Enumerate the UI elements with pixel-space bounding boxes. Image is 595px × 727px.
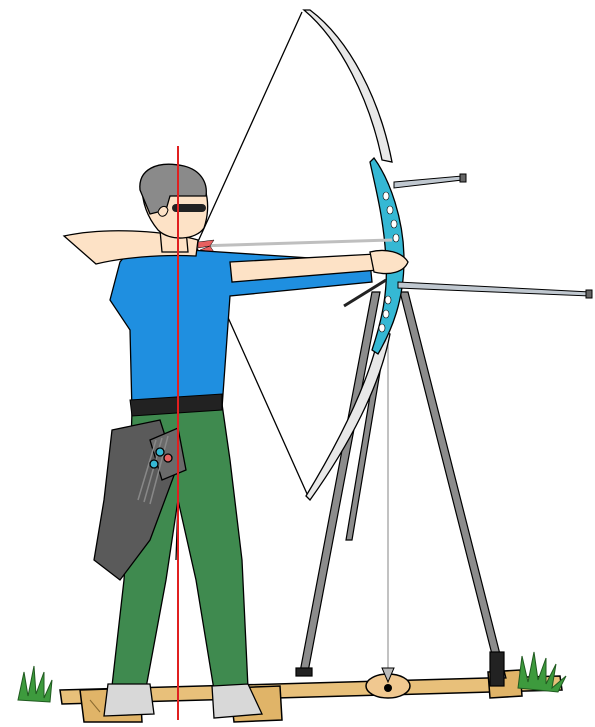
grass-tuft-right xyxy=(518,652,566,692)
grass-tuft-left xyxy=(18,666,52,702)
bow-stand-tripod xyxy=(296,292,506,686)
arrow xyxy=(198,240,392,252)
